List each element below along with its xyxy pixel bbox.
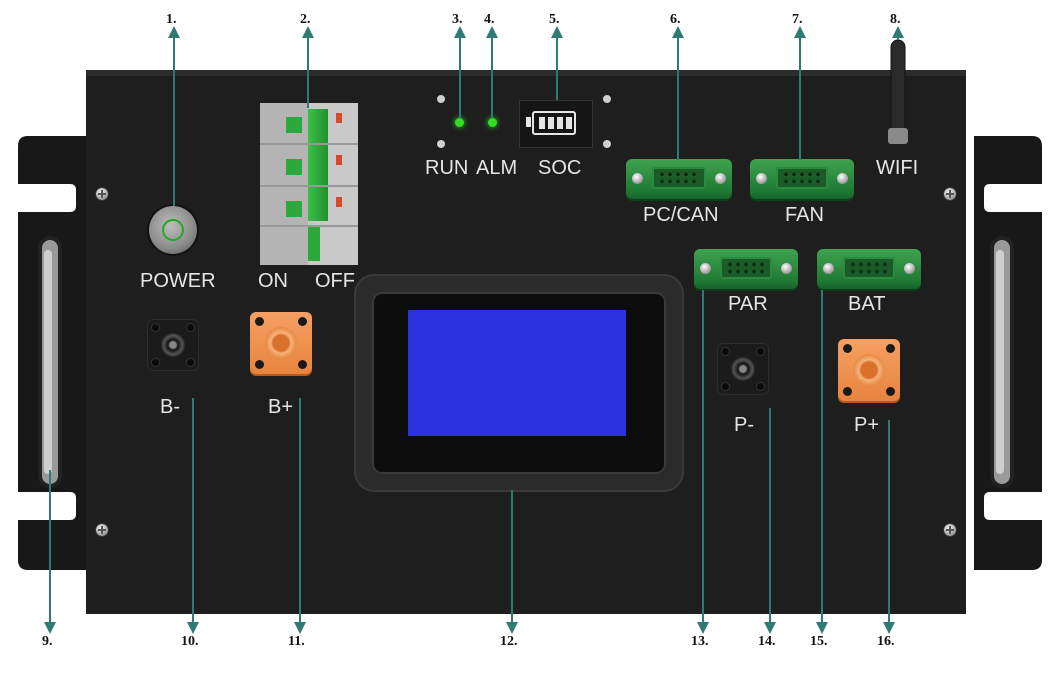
circuit-breaker[interactable] — [260, 103, 358, 265]
screw — [96, 524, 108, 536]
callout-number: 14. — [758, 634, 776, 649]
indicator-hole — [603, 95, 611, 103]
callout-number: 3. — [452, 12, 463, 27]
power-button[interactable] — [149, 206, 197, 254]
label-par: PAR — [728, 293, 768, 315]
soc-display — [519, 100, 593, 148]
callout-number: 9. — [42, 634, 53, 649]
label-power: POWER — [140, 270, 216, 292]
indicator-hole — [603, 140, 611, 148]
run-led — [455, 118, 464, 127]
callout-number: 1. — [166, 12, 177, 27]
indicator-hole — [437, 140, 445, 148]
screw — [96, 188, 108, 200]
label-bat: BAT — [848, 293, 886, 315]
b-plus-terminal[interactable] — [250, 312, 312, 374]
fan-connector[interactable] — [750, 159, 854, 199]
label-b-plus: B+ — [268, 396, 294, 418]
battery-icon — [532, 111, 576, 135]
label-on: ON — [258, 270, 288, 292]
b-minus-terminal[interactable] — [148, 320, 198, 370]
callout-number: 15. — [810, 634, 828, 649]
lcd-screen — [408, 310, 626, 436]
power-ring-icon — [162, 219, 184, 241]
par-connector[interactable] — [694, 249, 798, 289]
pc-can-connector[interactable] — [626, 159, 732, 199]
callout-number: 11. — [288, 634, 305, 649]
label-alm: ALM — [476, 157, 518, 179]
indicator-hole — [437, 95, 445, 103]
label-run: RUN — [425, 157, 469, 179]
callout-number: 10. — [181, 634, 199, 649]
callout-number: 8. — [890, 12, 901, 27]
screw — [944, 524, 956, 536]
callout-number: 5. — [549, 12, 560, 27]
p-plus-terminal[interactable] — [838, 339, 900, 401]
label-off: OFF — [315, 270, 355, 292]
label-soc: SOC — [538, 157, 582, 179]
p-minus-terminal[interactable] — [718, 344, 768, 394]
label-pc-can: PC/CAN — [643, 204, 719, 226]
callout-number: 2. — [300, 12, 311, 27]
callout-number: 13. — [691, 634, 709, 649]
lcd-bezel — [356, 276, 682, 490]
screw — [944, 188, 956, 200]
callout-number: 7. — [792, 12, 803, 27]
label-b-minus: B- — [160, 396, 180, 418]
label-p-plus: P+ — [854, 414, 880, 436]
callout-number: 12. — [500, 634, 518, 649]
label-p-minus: P- — [734, 414, 754, 436]
label-fan: FAN — [785, 204, 824, 226]
callout-number: 16. — [877, 634, 895, 649]
callout-number: 4. — [484, 12, 495, 27]
label-wifi: WIFI — [876, 157, 919, 179]
alm-led — [488, 118, 497, 127]
bat-connector[interactable] — [817, 249, 921, 289]
callout-number: 6. — [670, 12, 681, 27]
